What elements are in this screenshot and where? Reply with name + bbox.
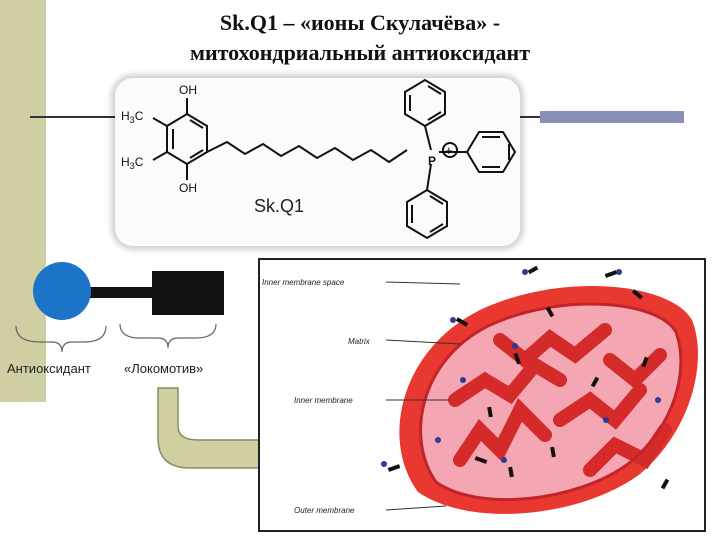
phosphorus-label: P [428,154,436,168]
locomotive-label: «Локомотив» [124,361,204,376]
label-matrix: Matrix [348,337,371,346]
oh-top-label: OH [179,83,197,97]
locomotive-brace [119,323,217,349]
mitochondrion-diagram: Inner membrane space Matrix Inner membra… [262,265,698,515]
mitochondrion-panel: Inner membrane space Matrix Inner membra… [258,258,706,532]
phenyl-ring-right [465,131,517,173]
decyl-chain [206,140,408,164]
left-rule [30,116,120,118]
molecule-name-label: Sk.Q1 [254,196,305,216]
ch3-bottom-label: H3C [121,155,144,171]
label-pointers [385,281,461,511]
antioxidant-brace [15,325,107,353]
left-decorative-bar [0,0,46,402]
locomotive-block [152,271,224,315]
phenyl-ring-bottom [406,188,448,240]
title-line-2: митохондриальный антиоксидант [189,40,531,65]
right-accent-bar [540,111,684,123]
skq1-schematic [15,262,224,353]
ch3-top-label: H3C [121,109,144,125]
skq1-structure-diagram: OH OH H3C H3C P + [121,78,517,240]
skq1-structure-card: OH OH H3C H3C P + [115,78,520,246]
antioxidant-label: Антиоксидант [7,361,91,376]
positive-charge-circle [442,142,458,158]
inner-membrane [419,302,683,502]
label-inner-membrane: Inner membrane [294,396,353,405]
label-outer-membrane: Outer membrane [294,506,355,515]
phenyl-ring-top [404,78,446,128]
plus-sign: + [445,143,453,158]
title-line-1: Sk.Q1 – «ионы Скулачёва» - [219,10,501,35]
linker-bar [88,287,156,298]
oh-bottom-label: OH [179,181,197,195]
antioxidant-ball [33,262,91,320]
label-inner-membrane-space: Inner membrane space [262,278,345,287]
skq1-molecules [381,265,670,490]
